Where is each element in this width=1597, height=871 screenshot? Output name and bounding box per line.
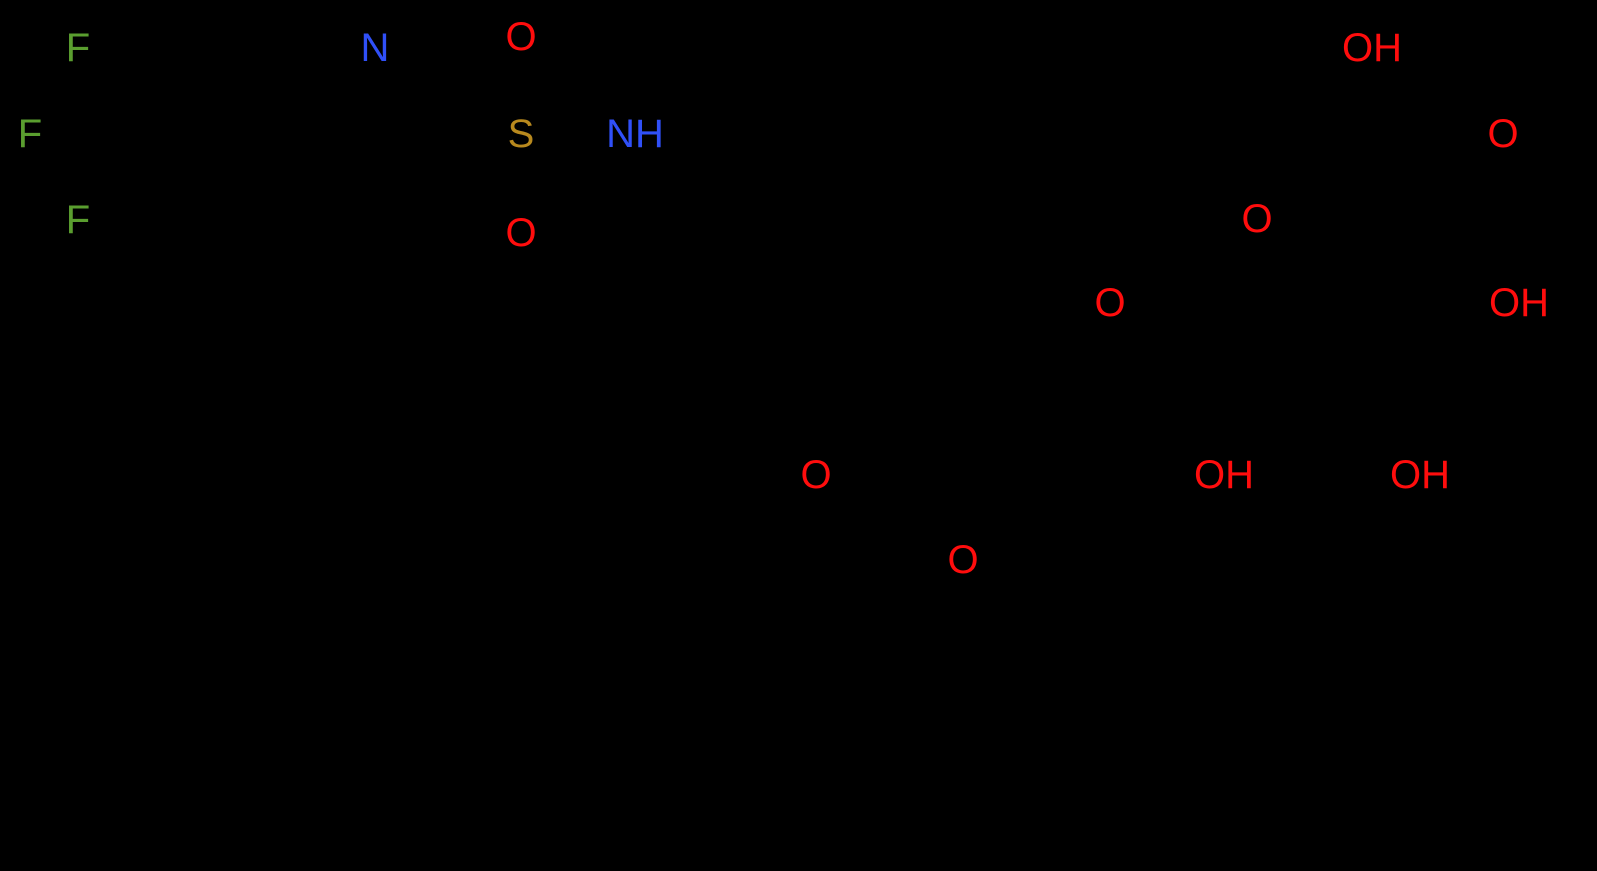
atom-fluorine-2: F	[17, 112, 43, 156]
atom-carboxyl-oh: OH	[1342, 26, 1402, 70]
atom-glycosidic-oxygen: O	[1094, 281, 1126, 325]
atom-sulfonamide-nh: NH	[606, 112, 664, 156]
atom-sulfonyl-oxygen-top: O	[505, 15, 537, 59]
atom-fluorine-1: F	[65, 26, 91, 70]
atom-ester-oxygen: O	[947, 538, 979, 582]
atom-ester-carbonyl-oxygen: O	[800, 453, 832, 497]
atom-hydroxyl-2: OH	[1194, 453, 1254, 497]
atom-carboxyl-oxygen: O	[1487, 112, 1519, 156]
atom-pyridine-nitrogen: N	[360, 26, 390, 70]
atom-hydroxyl-3: OH	[1390, 453, 1450, 497]
atom-hydroxyl-1: OH	[1489, 281, 1549, 325]
atom-sulfur: S	[507, 112, 535, 156]
atom-sulfonyl-oxygen-bottom: O	[505, 211, 537, 255]
atom-fluorine-3: F	[65, 198, 91, 242]
atom-ring-oxygen: O	[1241, 197, 1273, 241]
